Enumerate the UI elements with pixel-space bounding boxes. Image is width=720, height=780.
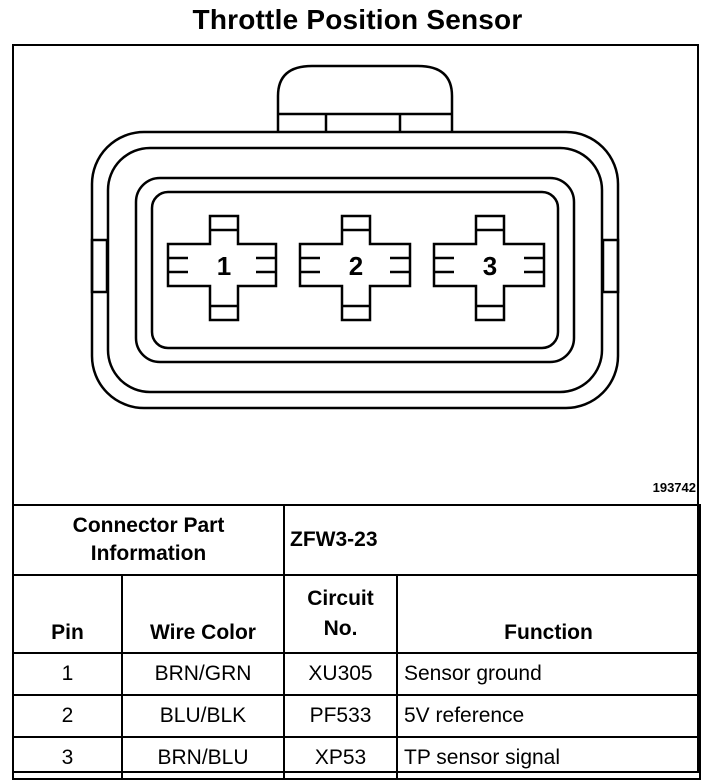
part-info-value: ZFW3-23: [282, 504, 702, 576]
pin-3-label: 3: [483, 251, 497, 281]
pin-1-terminal: [166, 214, 278, 322]
connector-housing: [90, 130, 620, 410]
pin-3-terminal: [432, 214, 546, 322]
cell-circuit: XU305: [283, 652, 398, 696]
table-row: 2 BLU/BLK PF533 5V reference: [12, 694, 702, 738]
cell-wire-color: BRN/BLU: [121, 736, 285, 780]
connector-diagram: 1 2 3: [12, 44, 699, 506]
table-row: 3 BRN/BLU XP53 TP sensor signal: [12, 736, 702, 780]
cell-wire-color: BLU/BLK: [121, 694, 285, 738]
header-wire-color: Wire Color: [121, 574, 285, 654]
cell-pin: 1: [12, 652, 123, 696]
cell-pin: 2: [12, 694, 123, 738]
connector-info-table: Connector Part Information ZFW3-23 Pin W…: [12, 504, 702, 780]
table-header-row: Pin Wire Color Circuit No. Function: [12, 574, 702, 654]
cell-function: TP sensor signal: [395, 736, 702, 780]
diagram-title: Throttle Position Sensor: [192, 4, 523, 35]
header-circuit-line2: No.: [323, 617, 358, 640]
cell-function: Sensor ground: [395, 652, 702, 696]
cell-wire-color: BRN/GRN: [121, 652, 285, 696]
part-info-label-line2: Information: [90, 542, 207, 565]
pin-1-label: 1: [217, 251, 231, 281]
header-circuit: Circuit No.: [283, 574, 398, 654]
connector-latch: [276, 64, 454, 132]
part-info-label-line1: Connector Part: [72, 514, 225, 537]
pin-2-label: 2: [349, 251, 363, 281]
cell-pin: 3: [12, 736, 123, 780]
pin-2-terminal: [298, 214, 412, 322]
part-info-row: Connector Part Information ZFW3-23: [12, 504, 702, 576]
header-circuit-line1: Circuit: [307, 587, 374, 610]
header-function: Function: [395, 574, 702, 654]
table-row: 1 BRN/GRN XU305 Sensor ground: [12, 652, 702, 696]
cell-circuit: PF533: [283, 694, 398, 738]
figure-id: 193742: [652, 480, 696, 495]
header-pin: Pin: [12, 574, 123, 654]
cell-circuit: XP53: [283, 736, 398, 780]
cell-function: 5V reference: [395, 694, 702, 738]
part-info-label: Connector Part Information: [12, 504, 285, 576]
